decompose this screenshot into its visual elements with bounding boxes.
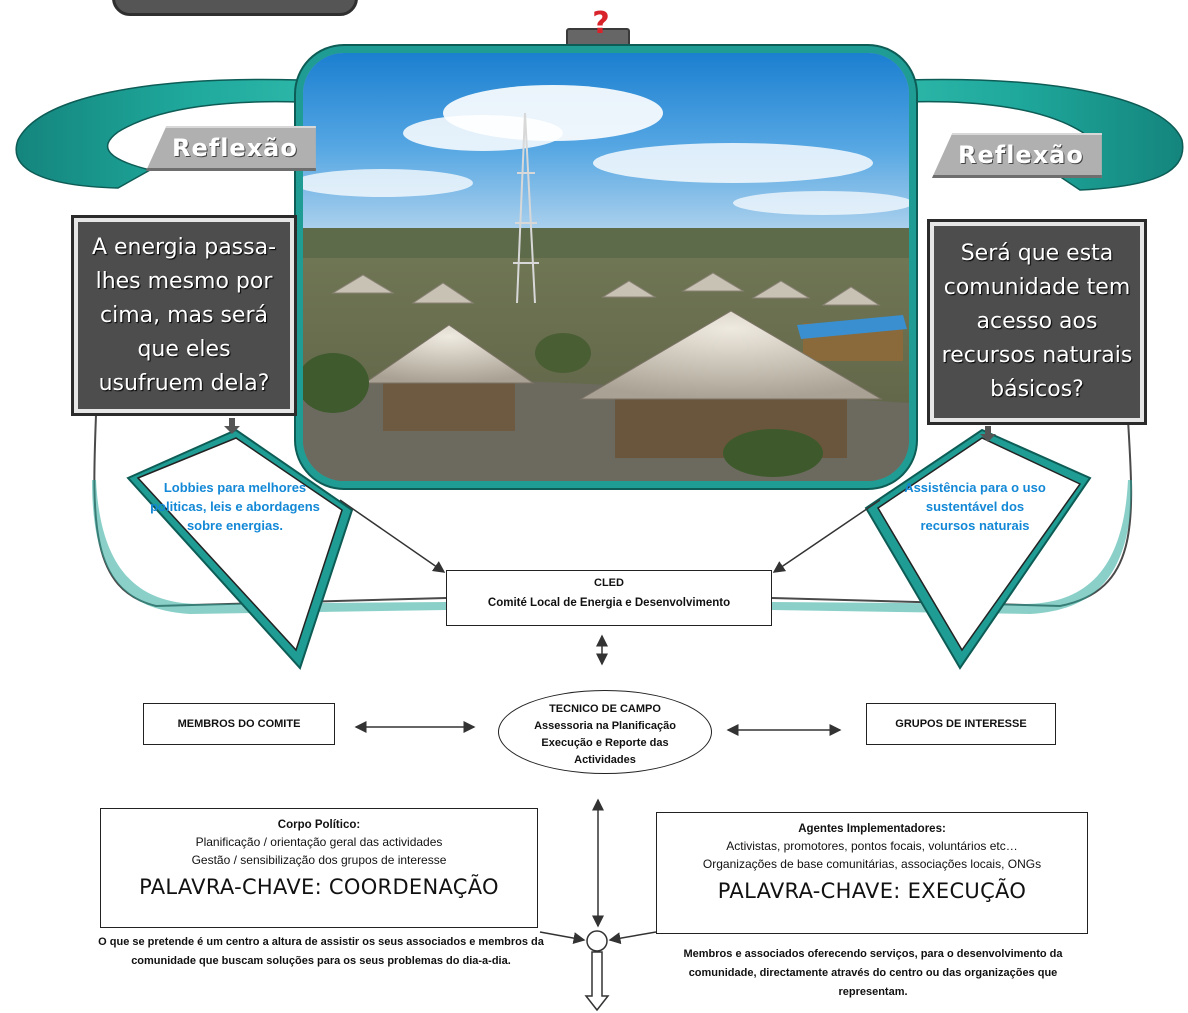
corpo-politico-heading: Corpo Político: [277,819,361,831]
right-diamond-inner [876,437,1082,652]
membros-servicos-text: Membros e associados oferecendo serviços… [683,948,1063,998]
left-panel-junction-arrow [539,931,586,945]
top-tab-shape [112,0,358,16]
power-tower [513,112,539,304]
tecnico-line-2: Assessoria na Planificação [534,720,676,732]
coordenacao-keyword: PALAVRA-CHAVE: COORDENAÇÃO [139,875,499,899]
left-diamond-inner [136,437,343,652]
right-swoosh-arc [904,78,1184,191]
right-diamond-to-cled-arrow [772,499,881,573]
membros-do-comite-box: MEMBROS DO COMITE [143,703,335,745]
corpo-politico-line-2: Gestão / sensibilização dos grupos de in… [191,853,447,867]
left-swoosh-arc [15,78,301,189]
cloud [733,191,909,215]
tree [303,353,369,413]
junction-circle [586,930,608,952]
tecnico-line-4: Actividades [574,754,636,766]
question-mark: ? [592,6,610,41]
reflection-label-right: Reflexão [932,133,1102,178]
grupos-label: GRUPOS DE INTERESSE [895,718,1027,730]
assistance-text: Assistência para o uso sustentável dos r… [904,480,1046,533]
tree [723,429,823,477]
right-down-arrowhead [980,434,996,442]
cloud [303,169,473,197]
energy-question-box: A energia passa-lhes mesmo por cima, mas… [71,215,297,416]
village-photo [296,46,916,488]
metal-roof [797,315,907,339]
cled-box: CLED Comité Local de Energia e Desenvolv… [446,570,772,626]
output-hollow-arrow [584,951,610,1012]
hut-roof-right [579,310,883,400]
membros-label: MEMBROS DO COMITE [177,718,301,730]
agentes-implementadores-panel: Agentes Implementadores: Activistas, pro… [656,812,1088,934]
hut-roof-left [363,324,535,384]
execucao-keyword: PALAVRA-CHAVE: EXECUÇÃO [717,879,1027,903]
cled-subtitle: Comité Local de Energia e Desenvolviment… [487,597,731,609]
village-photo-illustration [303,53,909,481]
resources-question-text: Será que esta comunidade tem acesso aos … [941,241,1133,402]
corpo-politico-panel: Corpo Político: Planificação / orientaçã… [100,808,538,928]
cled-title: CLED [594,577,624,589]
right-panel-junction-arrow [608,931,657,945]
cloud [593,143,873,183]
agentes-line-2: Organizações de base comunitárias, assoc… [702,857,1042,871]
tecnico-line-3: Execução e Reporte das [541,737,669,749]
grupos-de-interesse-box: GRUPOS DE INTERESSE [866,703,1056,745]
reflection-label-left: Reflexão [146,126,316,171]
tecnico-line-1: TECNICO DE CAMPO [549,703,661,715]
energy-question-text: A energia passa-lhes mesmo por cima, mas… [91,234,277,396]
centro-purpose-text: O que se pretende é um centro a altura d… [98,936,544,967]
agentes-line-1: Activistas, promotores, pontos focais, v… [726,839,1018,853]
tecnico-de-campo-ellipse: TECNICO DE CAMPO Assessoria na Planifica… [498,690,712,774]
lobbies-text: Lobbies para melhores politicas, leis e … [150,480,320,533]
distant-huts [331,272,881,306]
cloud [403,115,563,151]
left-down-arrowhead [224,426,240,434]
tree [535,333,591,373]
left-diamond-to-cled-arrow [339,499,446,573]
corpo-politico-line-1: Planificação / orientação geral das acti… [195,835,443,849]
resources-question-box: Será que esta comunidade tem acesso aos … [927,219,1147,425]
agentes-heading: Agentes Implementadores: [798,823,946,835]
